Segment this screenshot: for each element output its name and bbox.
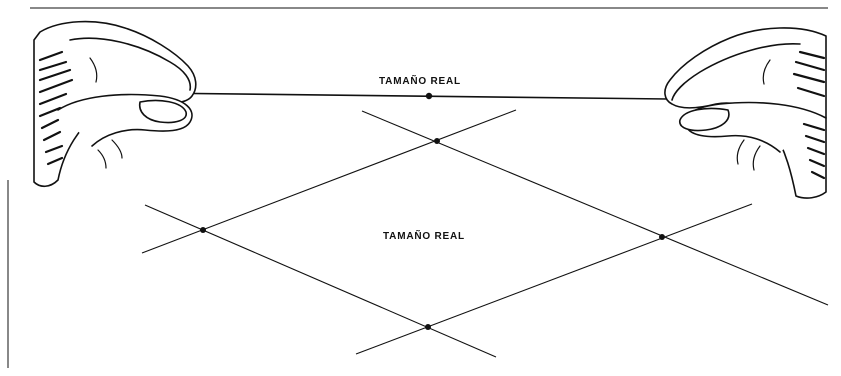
grid-line-2: [144, 204, 497, 358]
thread-knot: [425, 92, 433, 100]
right-hand-icon: [664, 27, 827, 199]
grid-node-top: [434, 138, 440, 144]
thread-line: [149, 92, 669, 100]
grid-node-left: [200, 227, 206, 233]
grid-lines: [141, 109, 829, 358]
grid-line-4: [355, 203, 753, 355]
grid-line-1: [361, 110, 829, 306]
thread-size-label: TAMAÑO REAL: [379, 76, 461, 87]
left-hand-icon: [33, 20, 197, 188]
grid-node-bottom: [425, 324, 431, 330]
grid-size-label: TAMAÑO REAL: [383, 231, 465, 242]
grid-node-right: [659, 234, 665, 240]
